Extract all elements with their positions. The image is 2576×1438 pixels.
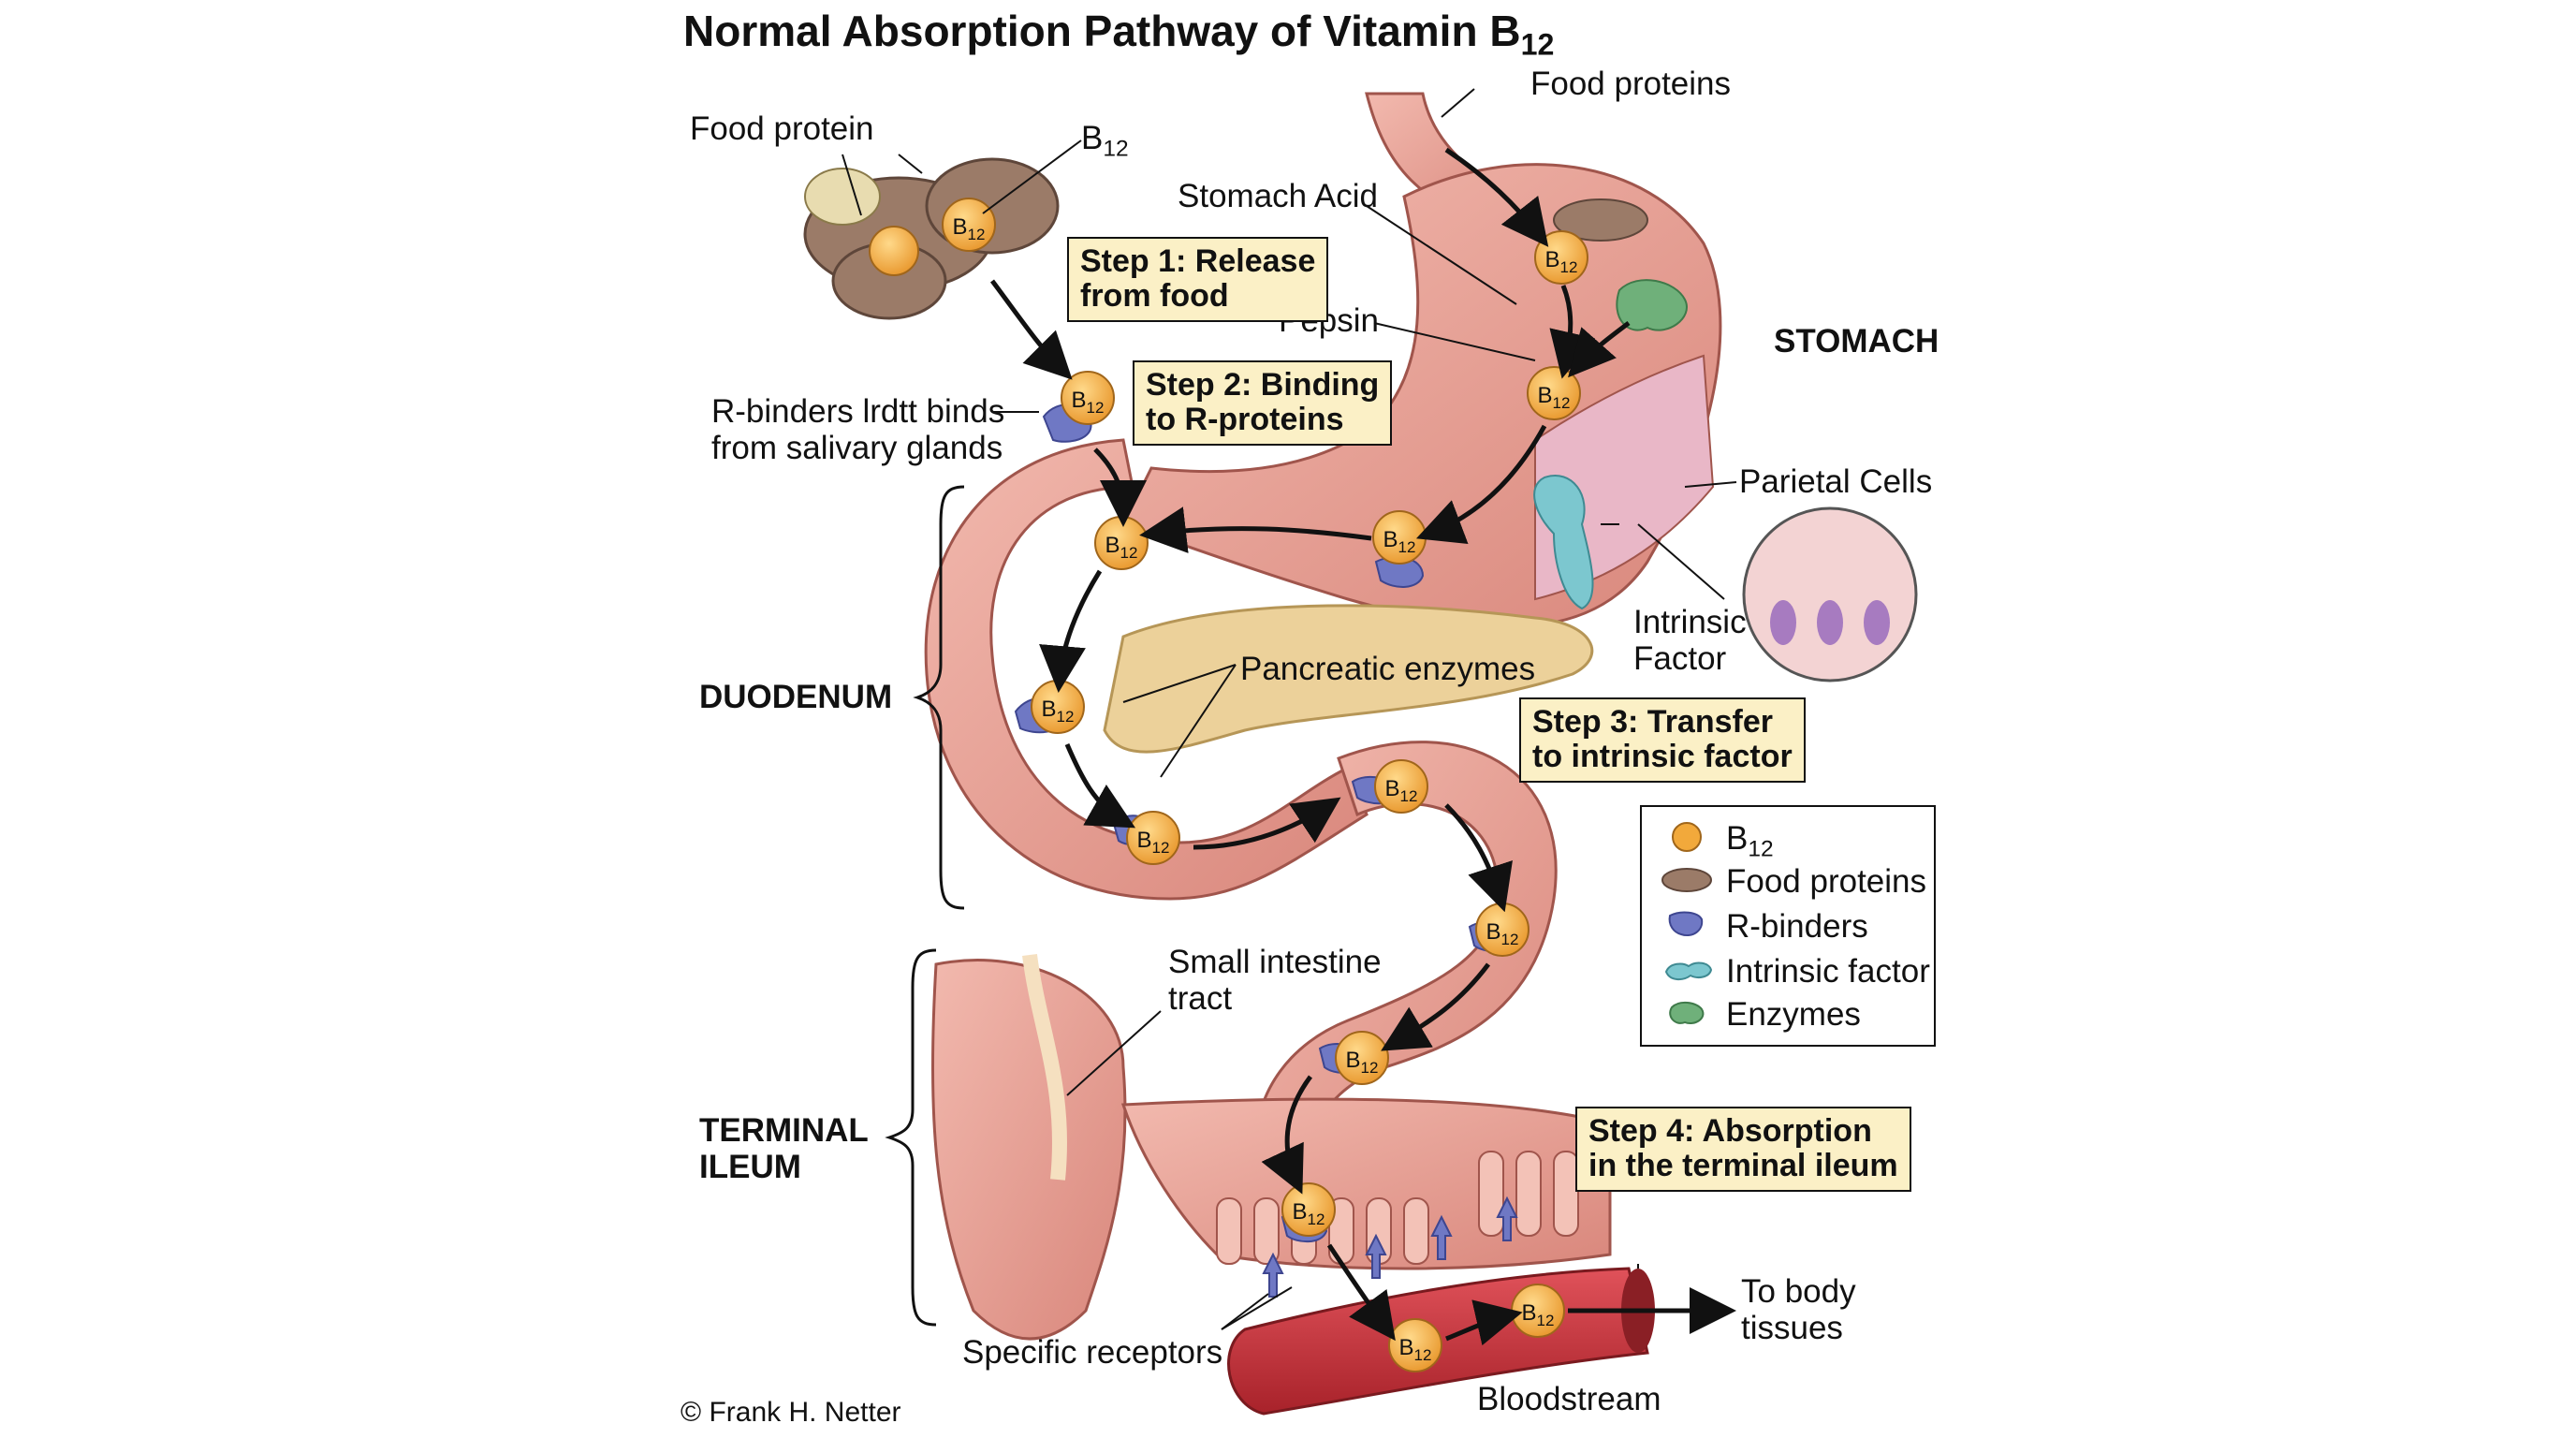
label-parietal-cells: Parietal Cells — [1739, 463, 1933, 500]
b12-molecule-icon — [1374, 759, 1428, 814]
legend-item-r-binders: R-binders — [1642, 904, 1934, 946]
label-stomach: STOMACH — [1774, 323, 1939, 360]
b12-molecule-icon — [1335, 1031, 1389, 1085]
label-pancreatic-enzymes: Pancreatic enzymes — [1240, 651, 1536, 687]
copyright: © Frank H. Netter — [681, 1397, 901, 1428]
legend-item-enzymes: Enzymes — [1642, 992, 1934, 1034]
b12-molecules — [869, 198, 1588, 1372]
enzyme-blob — [1616, 279, 1688, 331]
b12-molecule-icon — [1672, 822, 1702, 852]
b12-molecule-icon — [1061, 371, 1115, 425]
b12-molecule-icon — [1281, 1182, 1336, 1237]
leader-lines — [842, 88, 1737, 1330]
label-duodenum: DUODENUM — [699, 679, 893, 715]
r-binder-icon — [1668, 911, 1704, 936]
label-food-protein: Food protein — [690, 110, 874, 147]
parietal-cell-zoom — [1742, 506, 1918, 682]
page-title: Normal Absorption Pathway of Vitamin B12 — [683, 7, 1555, 62]
legend-item-intrinsic-factor: Intrinsic factor — [1642, 949, 1934, 990]
label-stomach-acid: Stomach Acid — [1178, 178, 1378, 214]
b12-molecule-icon — [1388, 1318, 1442, 1372]
b12-bubble-label: B12 — [1522, 1300, 1555, 1329]
food-protein-clump — [803, 157, 1060, 320]
label-bloodstream: Bloodstream — [1477, 1381, 1661, 1417]
legend: B12 Food proteins R-binders Intrinsic fa… — [1640, 805, 1936, 1047]
b12-molecule-icon — [869, 226, 919, 276]
braces — [885, 485, 965, 1327]
small-intestine-coils — [930, 959, 1127, 1341]
label-food-proteins-stomach: Food proteins — [1530, 66, 1732, 102]
flow-arrows — [989, 147, 1736, 1346]
intrinsic-factor-icon — [1664, 961, 1713, 981]
legend-item-food-proteins: Food proteins — [1642, 859, 1934, 901]
intrinsic-factor-blob — [1533, 475, 1594, 610]
label-specific-receptors: Specific receptors — [962, 1334, 1223, 1371]
receptor-shapes — [1262, 1196, 1518, 1298]
food-protein-icon — [1661, 868, 1712, 892]
label-b12: B12 — [1081, 120, 1129, 162]
legend-item-b12: B12 — [1642, 816, 1934, 861]
b12-molecule-icon — [1126, 811, 1180, 865]
b12-molecule-icon — [942, 198, 996, 252]
enzyme-icon — [1669, 1002, 1705, 1024]
pancreas — [1103, 604, 1594, 754]
